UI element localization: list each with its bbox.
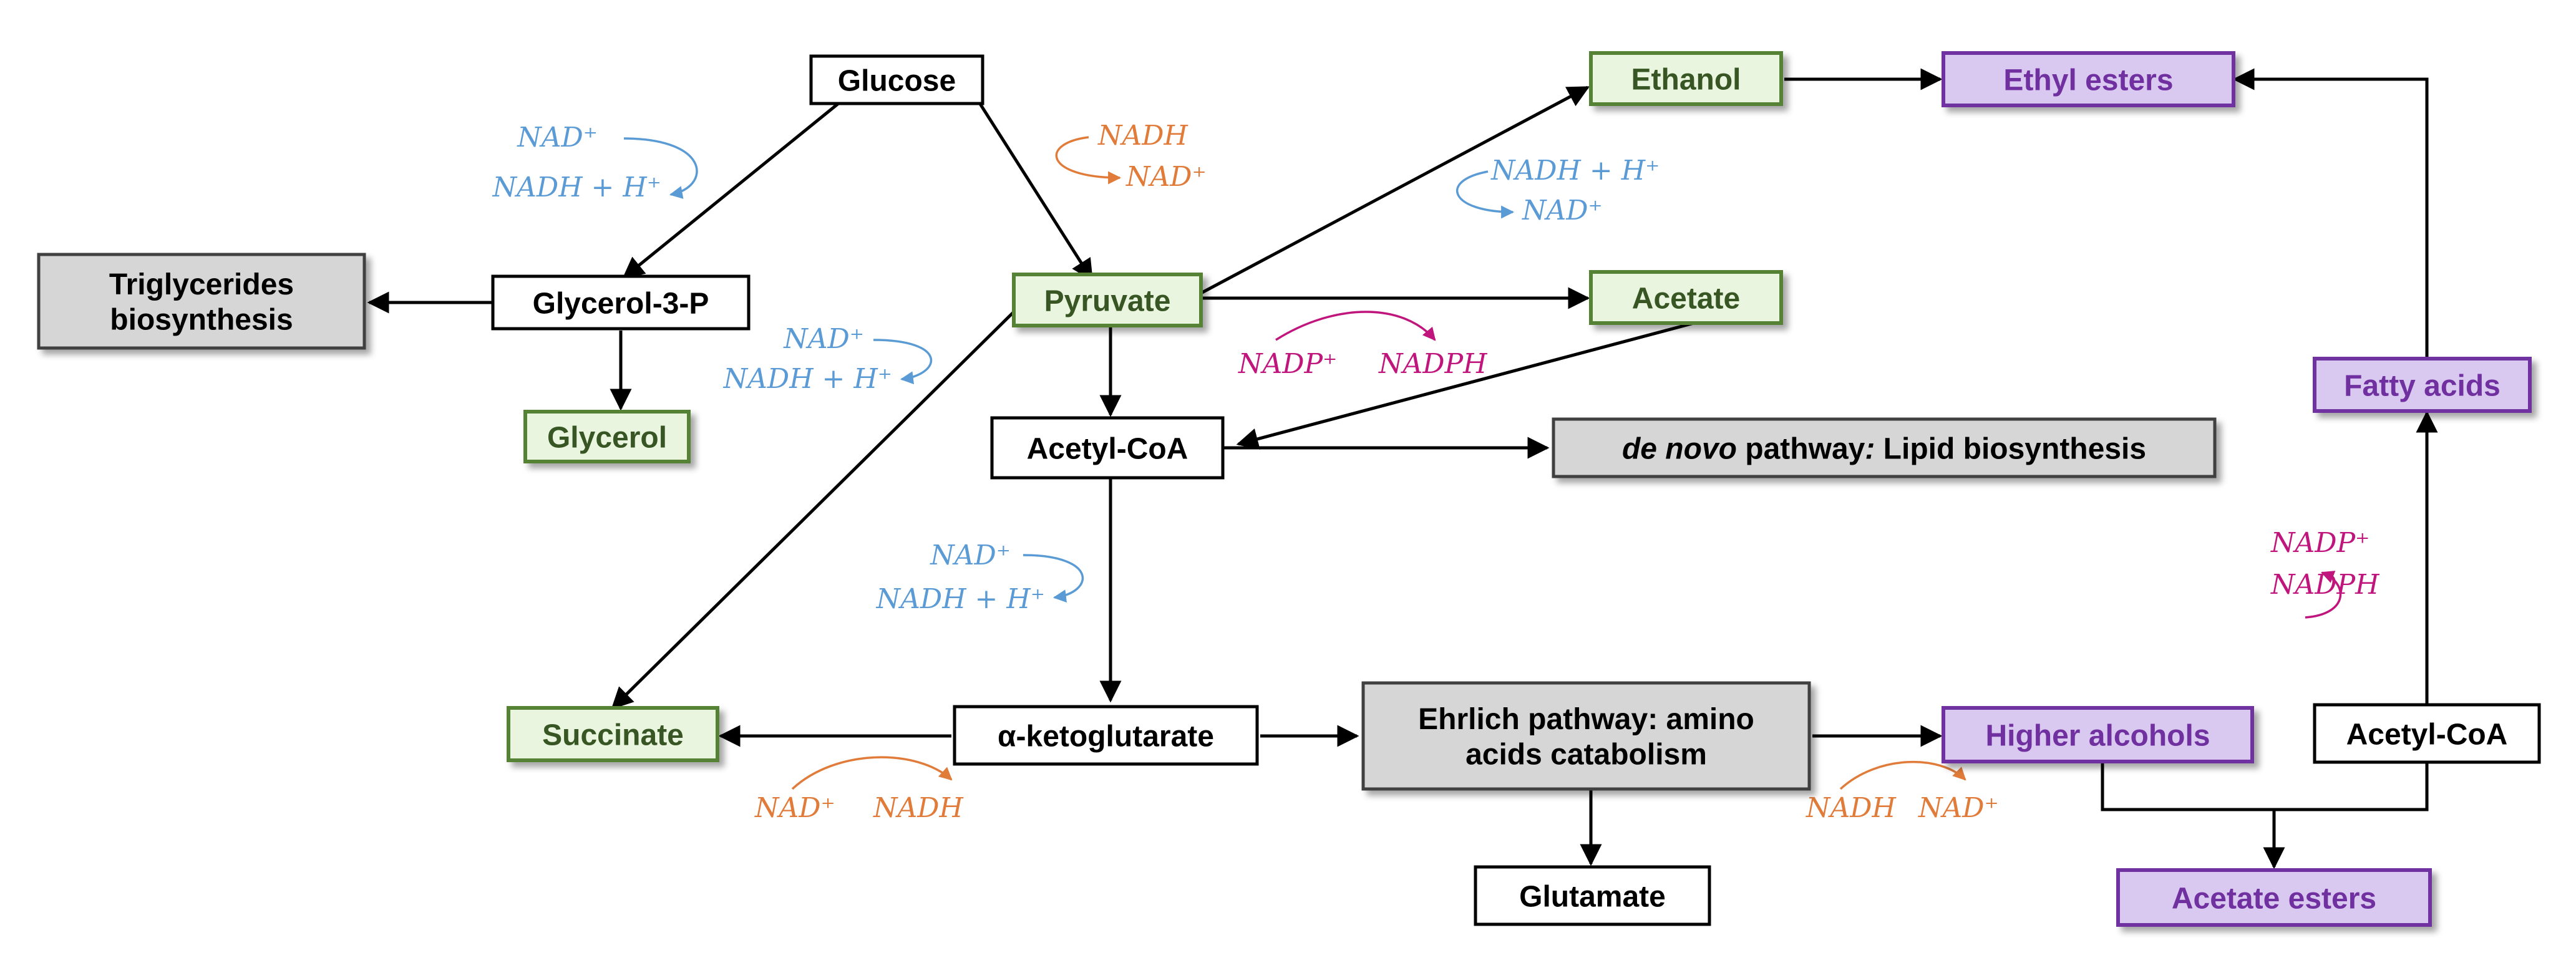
cofactor-c7-left: NAD⁺: [754, 792, 835, 824]
node-box: [491, 274, 751, 331]
node-box: [523, 410, 691, 463]
node-label: α-ketoglutarate: [998, 720, 1214, 753]
cofactor-c7-right: NADH: [873, 792, 965, 824]
node-box: [2313, 703, 2541, 764]
curve-c2: [1055, 136, 1122, 185]
cofactor-c3-top: NADH + H⁺: [1490, 155, 1660, 186]
cofactor-labels: NAD⁺ NADH + H⁺ NADH NAD⁺ NADH + H⁺ NAD⁺ …: [492, 120, 2381, 824]
node-label: acids catabolism: [1465, 738, 1707, 772]
curve-c3: [1456, 170, 1515, 219]
node-label: de novo pathway: Lipid biosynthesis: [1622, 432, 2146, 465]
node-glutamate: Glutamate: [1474, 865, 1711, 926]
node-box: [809, 54, 984, 105]
node-label: Glucose: [838, 64, 956, 97]
cofactor-c6-top: NAD⁺: [930, 539, 1011, 571]
node-ethyl-esters: Ethyl esters: [1942, 51, 2235, 107]
node-succinate: Succinate: [507, 706, 719, 762]
node-label: Ehrlich pathway: amino: [1418, 703, 1754, 736]
curve-c9: [2305, 571, 2342, 619]
cofactor-c3-bottom: NAD⁺: [1522, 195, 1603, 226]
node-box: [1942, 51, 2235, 107]
node-label: Succinate: [542, 718, 684, 752]
arrow-fatty-acids-to-ethyl-esters: [2232, 68, 2429, 359]
cofactor-c4-bottom: NADH + H⁺: [723, 363, 892, 395]
arrow-pyruvate-to-ethanol: [1200, 85, 1590, 295]
node-box: [1589, 51, 1783, 106]
cofactor-c8-left: NADH: [1806, 792, 1897, 824]
node-box: [1942, 706, 2254, 763]
node-glycerol: Glycerol: [523, 410, 691, 463]
node-label: Ethyl esters: [2003, 64, 2173, 97]
node-box: [1361, 681, 1811, 791]
node-label: Acetyl-CoA: [2346, 718, 2508, 751]
arrow-acetylcoa-right-to-acetate-esters: [2274, 762, 2429, 811]
node-denovo: de novo pathway: Lipid biosynthesis: [1552, 417, 2217, 478]
node-label: Glycerol-3-P: [533, 287, 709, 320]
arrow-glucose-to-pyruvate: [978, 102, 1094, 281]
cofactor-c1-bottom: NADH + H⁺: [492, 172, 661, 203]
node-label: Ethanol: [1631, 63, 1741, 96]
curve-c8: [1839, 760, 1966, 790]
arrow-glucose-to-glycerol3p: [622, 102, 840, 279]
node-fatty-acids: Fatty acids: [2313, 357, 2532, 413]
curve-c6: [1023, 554, 1084, 603]
node-pyruvate: Pyruvate: [1012, 273, 1203, 327]
reaction-arrows: [367, 68, 2438, 869]
node-box: [37, 253, 366, 350]
arrow-acetate-to-acetylcoa: [1236, 321, 1694, 450]
cofactor-c9-top: NADP⁺: [2270, 527, 2369, 559]
node-label: Glycerol: [547, 421, 667, 454]
node-label: Higher alcohols: [1985, 719, 2210, 752]
node-box: [1012, 273, 1203, 327]
node-ethanol: Ethanol: [1589, 51, 1783, 106]
node-label: Acetyl-CoA: [1027, 432, 1188, 465]
cofactor-c2-bottom: NAD⁺: [1125, 161, 1207, 193]
node-box: [2116, 868, 2432, 927]
node-acetate-esters: Acetate esters: [2116, 868, 2432, 927]
curve-c5: [1275, 311, 1436, 341]
cofactor-c1-top: NAD⁺: [517, 122, 598, 153]
node-box: [1589, 270, 1783, 325]
node-box: [2313, 357, 2532, 413]
node-box: [1552, 417, 2217, 478]
cofactor-c9-bottom: NADPH: [2270, 569, 2380, 601]
curve-c7: [791, 756, 953, 790]
node-acetylcoa-center: Acetyl-CoA: [990, 416, 1225, 480]
node-label: Glutamate: [1519, 880, 1666, 913]
node-box: [953, 705, 1259, 766]
node-box: [507, 706, 719, 762]
node-higher-alcohols: Higher alcohols: [1942, 706, 2254, 763]
node-label: Acetate esters: [2172, 882, 2376, 915]
node-glycerol3p: Glycerol-3-P: [491, 274, 751, 331]
node-acetylcoa-right: Acetyl-CoA: [2313, 703, 2541, 764]
node-label: Triglycerides: [109, 268, 294, 301]
node-label: Pyruvate: [1044, 284, 1171, 317]
cofactor-c8-right: NAD⁺: [1918, 792, 1999, 824]
node-acetate: Acetate: [1589, 270, 1783, 325]
node-label: biosynthesis: [110, 304, 293, 337]
arrow-higher-alcohols-to-acetate-esters: [2101, 762, 2285, 869]
cofactor-c4-top: NAD⁺: [783, 323, 864, 355]
cofactor-c6-bottom: NADH + H⁺: [876, 583, 1045, 615]
cofactor-arrows: [623, 136, 2342, 790]
node-box: [1474, 865, 1711, 926]
cofactor-c5-left: NADP⁺: [1238, 348, 1337, 380]
cofactor-c2-top: NADH: [1097, 120, 1189, 152]
node-label: Fatty acids: [2344, 369, 2501, 402]
node-box: [990, 416, 1225, 480]
node-label: Acetate: [1632, 282, 1740, 315]
node-glucose: Glucose: [809, 54, 984, 105]
curve-c1: [623, 137, 698, 199]
curve-c4: [873, 339, 933, 385]
node-akg: α-ketoglutarate: [953, 705, 1259, 766]
arrow-pyruvate-to-succinate: [611, 311, 1015, 710]
cofactor-c5-right: NADPH: [1378, 348, 1488, 380]
